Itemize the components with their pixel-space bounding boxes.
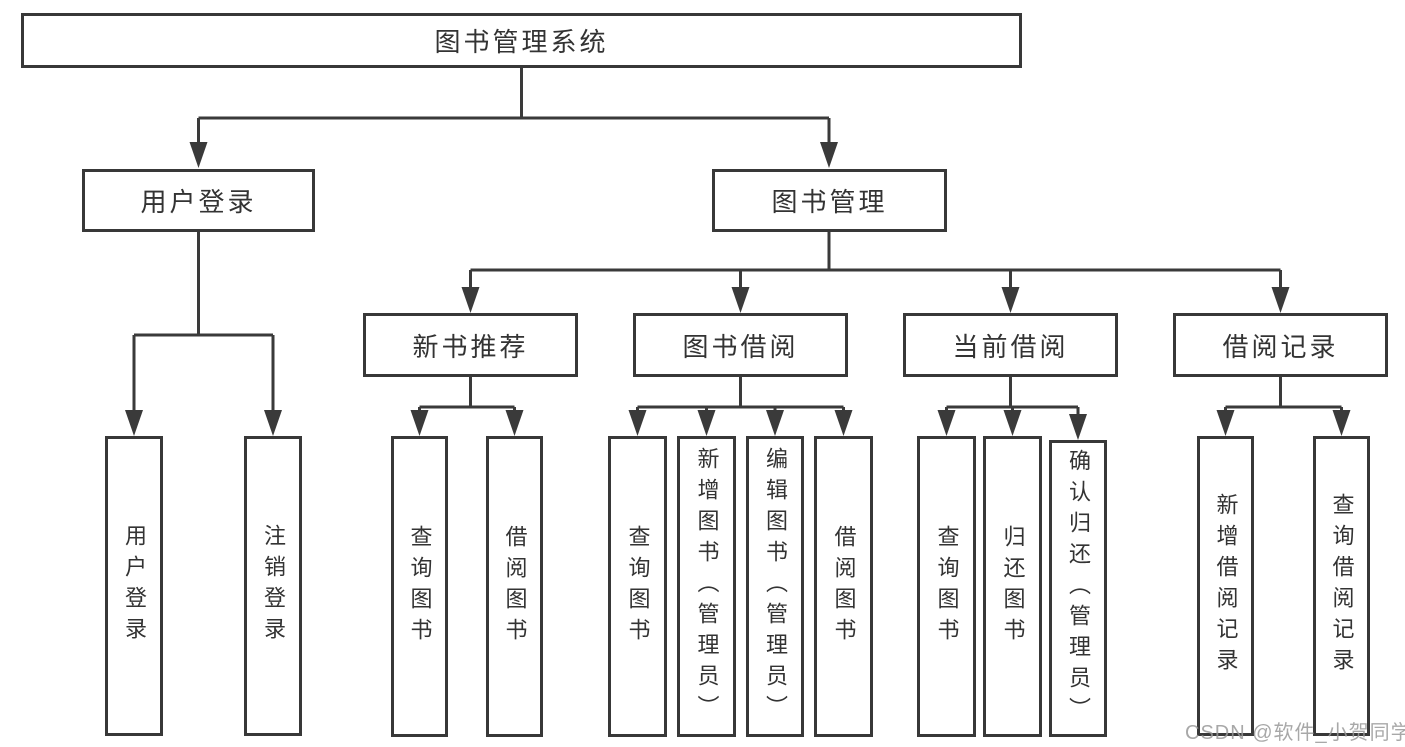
node-borrow-books-leaf: 借阅图书 (814, 436, 873, 737)
node-book-management: 图书管理 (712, 169, 947, 232)
node-borrowing-records: 借阅记录 (1173, 313, 1388, 377)
node-borrow-books-recommend-label: 借阅图书 (502, 524, 528, 649)
arrowheads (125, 142, 1351, 440)
node-logout-leaf-label: 注销登录 (261, 524, 286, 648)
node-query-books-recommend-label: 查询图书 (407, 524, 433, 649)
node-confirm-return-admin: 确认归还（管理员） (1049, 440, 1107, 737)
node-borrow-books-recommend: 借阅图书 (486, 436, 543, 737)
node-query-books-current: 查询图书 (917, 436, 976, 737)
node-query-books-recommend: 查询图书 (391, 436, 448, 737)
node-user-login-label: 用户登录 (140, 187, 257, 217)
node-edit-books-admin: 编辑图书（管理员） (746, 436, 804, 737)
node-new-book-recommendation: 新书推荐 (363, 313, 578, 377)
node-return-books-label: 归还图书 (1000, 524, 1026, 649)
node-query-books-borrowing-label: 查询图书 (625, 524, 651, 649)
node-borrow-books-leaf-label: 借阅图书 (831, 524, 857, 649)
node-confirm-return-admin-label: 确认归还（管理员） (1066, 449, 1091, 728)
node-book-borrowing: 图书借阅 (633, 313, 848, 377)
node-query-borrow-record: 查询借阅记录 (1313, 436, 1370, 736)
node-add-books-admin: 新增图书（管理员） (677, 436, 736, 737)
node-add-borrow-record-label: 新增借阅记录 (1213, 493, 1239, 679)
node-borrowing-records-label: 借阅记录 (1222, 331, 1339, 362)
node-user-login-leaf: 用户登录 (105, 436, 163, 736)
node-book-management-label: 图书管理 (771, 187, 888, 217)
csdn-watermark: CSDN @软件_小贺同学 (1185, 722, 1405, 744)
node-return-books: 归还图书 (983, 436, 1042, 737)
node-library-system-label: 图书管理系统 (434, 27, 609, 57)
node-query-books-current-label: 查询图书 (934, 524, 960, 649)
node-current-borrowing-label: 当前借阅 (952, 331, 1069, 362)
node-user-login: 用户登录 (82, 169, 315, 232)
node-add-borrow-record: 新增借阅记录 (1197, 436, 1254, 736)
node-add-books-admin-label: 新增图书（管理员） (694, 447, 720, 726)
node-library-system: 图书管理系统 (21, 13, 1022, 68)
node-query-books-borrowing: 查询图书 (608, 436, 667, 737)
node-query-borrow-record-label: 查询借阅记录 (1329, 493, 1355, 679)
node-current-borrowing: 当前借阅 (903, 313, 1118, 377)
node-logout-leaf: 注销登录 (244, 436, 302, 736)
node-user-login-leaf-label: 用户登录 (122, 524, 147, 648)
node-edit-books-admin-label: 编辑图书（管理员） (763, 447, 788, 726)
node-book-borrowing-label: 图书借阅 (682, 331, 799, 362)
node-new-book-recommendation-label: 新书推荐 (412, 331, 529, 362)
